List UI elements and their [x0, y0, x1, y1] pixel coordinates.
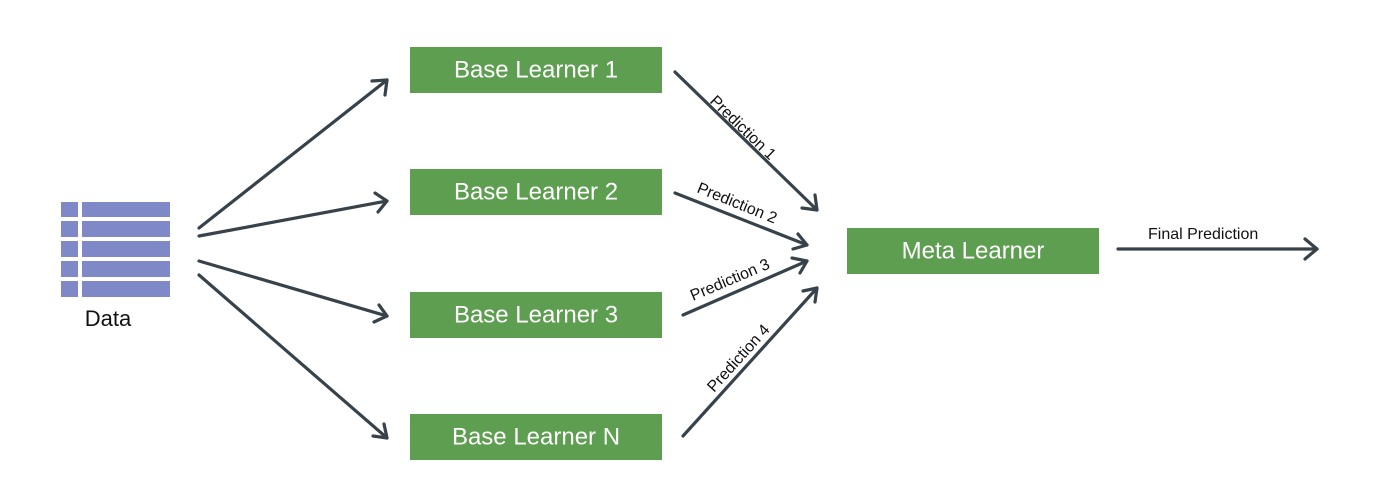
base-learner-3-label: Base Learner 3	[454, 301, 618, 328]
base-learner-1-label: Base Learner 1	[454, 56, 618, 83]
data-to-learner-n-arrow	[197, 273, 389, 440]
data-to-learner-1-arrow	[197, 78, 389, 230]
prediction-3-arrow	[681, 256, 809, 317]
base-learner-n-label: Base Learner N	[452, 423, 620, 450]
prediction-4-arrow	[681, 286, 819, 438]
meta-learner-label: Meta Learner	[902, 237, 1045, 264]
base-learner-n-box: Base Learner N	[410, 414, 662, 460]
base-learner-2-box: Base Learner 2	[410, 169, 662, 215]
prediction-2-arrow	[673, 191, 809, 251]
final-prediction-arrow	[1116, 237, 1319, 261]
data-to-learner-3-arrow	[197, 259, 389, 324]
base-learner-3-box: Base Learner 3	[410, 292, 662, 338]
prediction-1-label: Prediction 1	[706, 93, 779, 164]
table-icon	[61, 202, 170, 297]
prediction-1-arrow	[673, 70, 819, 212]
base-learner-1-box: Base Learner 1	[410, 47, 662, 93]
final-prediction-label: Final Prediction	[1148, 226, 1258, 243]
data-to-learner-2-arrow	[197, 191, 389, 238]
prediction-2-label: Prediction 2	[695, 180, 780, 227]
meta-learner-box: Meta Learner	[847, 228, 1099, 274]
data-label: Data	[85, 306, 132, 331]
base-learner-2-label: Base Learner 2	[454, 178, 618, 205]
prediction-4-label: Prediction 4	[704, 321, 773, 395]
